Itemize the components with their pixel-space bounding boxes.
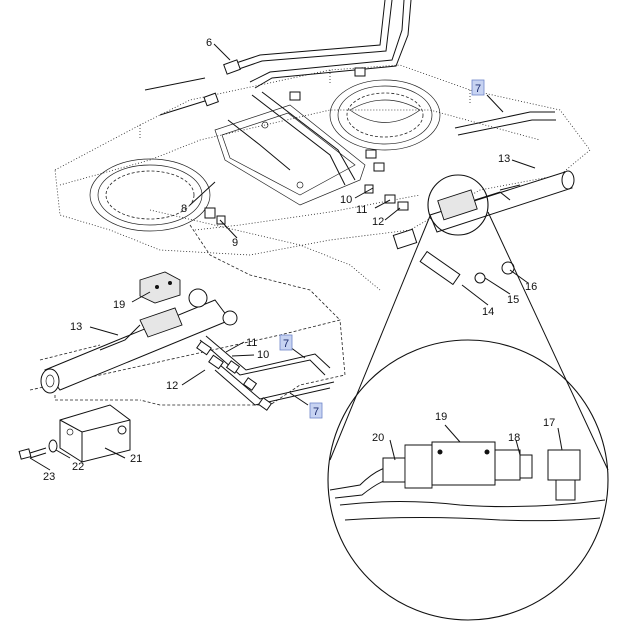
- callout-14: 14: [482, 306, 494, 318]
- callout-7-mid: 7: [283, 338, 289, 350]
- callout-17: 17: [543, 417, 555, 429]
- callout-15: 15: [507, 294, 519, 306]
- left-swivel-ring: [89, 158, 211, 232]
- bolt-23: [18, 439, 58, 460]
- cylinder-lower: [40, 288, 238, 394]
- callout-8: 8: [181, 203, 187, 215]
- callout-12-upper: 12: [372, 216, 384, 228]
- upper-fittings: [203, 59, 409, 225]
- callout-16: 16: [525, 281, 537, 293]
- callout-7-low: 7: [313, 406, 319, 418]
- callout-10-upper: 10: [340, 194, 352, 206]
- block-19-lower: [139, 271, 181, 304]
- callout-13-lower: 13: [70, 321, 82, 333]
- block-21: [59, 404, 131, 463]
- lower-hoses: [196, 335, 335, 411]
- central-plate: [214, 104, 366, 206]
- callout-18: 18: [508, 432, 520, 444]
- upper-hoses: [144, 77, 556, 186]
- callout-6: 6: [206, 37, 212, 49]
- callout-20: 20: [372, 432, 384, 444]
- callout-22: 22: [72, 461, 84, 473]
- callout-10-lower: 10: [257, 349, 269, 361]
- callout-21: 21: [130, 453, 142, 465]
- callout-19-detail: 19: [435, 411, 447, 423]
- callout-7-top: 7: [475, 83, 481, 95]
- detail-bolt-group: [392, 228, 515, 286]
- callout-23: 23: [43, 471, 55, 483]
- lower-dashed-frame: [29, 224, 346, 406]
- callout-11-lower: 11: [246, 337, 257, 349]
- callout-13-upper: 13: [498, 153, 510, 165]
- detail-magnifier: [327, 174, 609, 621]
- callout-19-lower: 19: [113, 299, 125, 311]
- highlight-7-top: [471, 79, 485, 96]
- right-swivel-ring: [329, 79, 441, 151]
- highlight-7-low: [309, 402, 323, 419]
- detail-contents: [329, 441, 606, 522]
- steering-pipes: [229, 0, 412, 89]
- callout-11-upper: 11: [356, 204, 367, 216]
- leader-lines: [29, 43, 563, 471]
- cylinder-upper: [429, 170, 575, 233]
- callout-12-lower: 12: [166, 380, 178, 392]
- cab-floor-outline: [54, 64, 591, 291]
- highlight-7-mid: [279, 334, 293, 351]
- callout-labels: 6 7 7 7 8 9 10 11 12 13 14 15 16 19 13 1…: [43, 37, 555, 483]
- callout-9: 9: [232, 237, 238, 249]
